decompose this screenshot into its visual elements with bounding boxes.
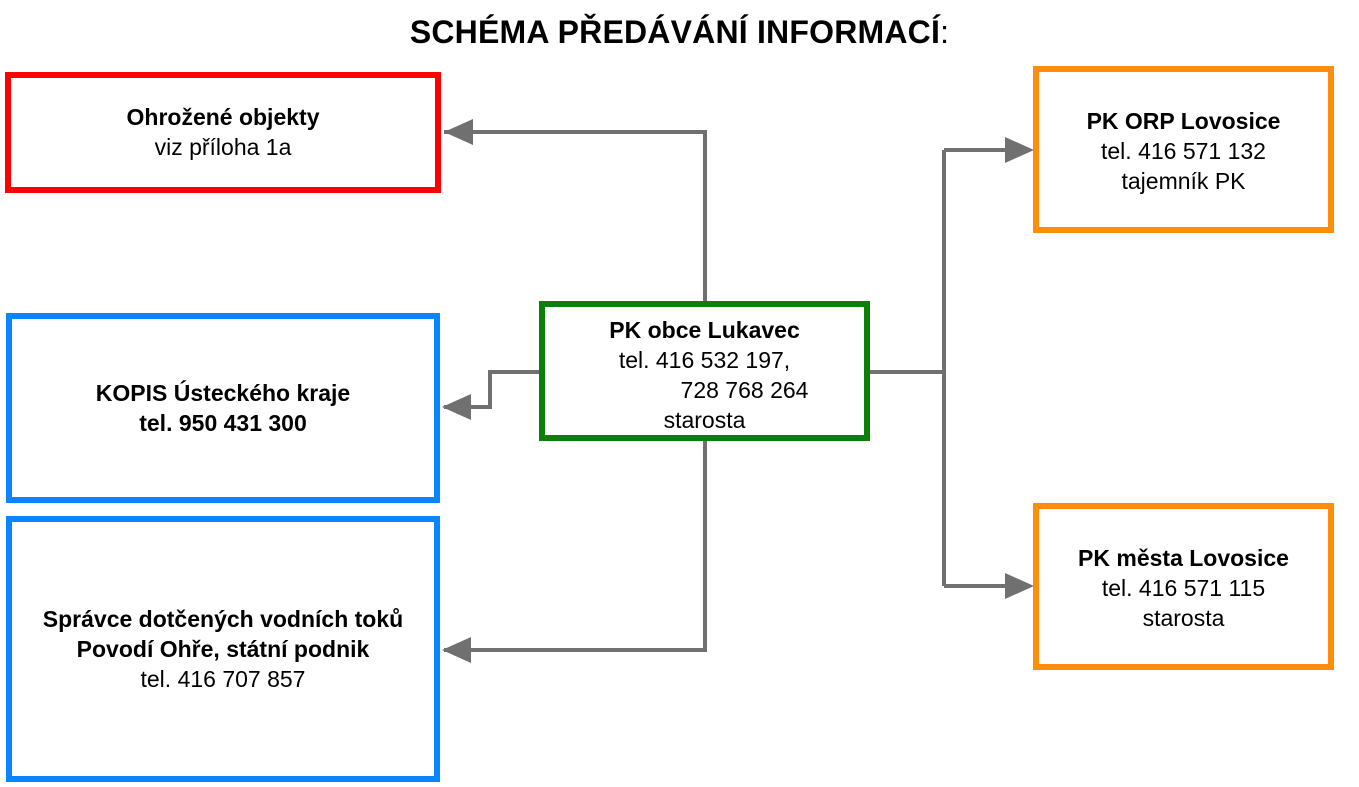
title-colon: : bbox=[940, 14, 950, 50]
orp-name: PK ORP Lovosice bbox=[1086, 108, 1281, 134]
arrowhead-threatened bbox=[444, 119, 473, 145]
center-phone2: 728 768 264 bbox=[680, 377, 809, 403]
node-city-lovosice: PK města Lovosice tel. 416 571 115 staro… bbox=[1033, 503, 1334, 670]
arrowhead-orp bbox=[1005, 137, 1034, 163]
center-phone1: tel. 416 532 197, bbox=[618, 347, 791, 373]
watercourse-line1: Správce dotčených vodních toků bbox=[42, 606, 404, 632]
kopis-name: KOPIS Ústeckého kraje bbox=[95, 380, 351, 406]
threatened-note: viz příloha 1a bbox=[154, 134, 292, 160]
orp-role: tajemník PK bbox=[1121, 168, 1246, 194]
kopis-phone: tel. 950 431 300 bbox=[139, 410, 307, 436]
city-name: PK města Lovosice bbox=[1078, 545, 1289, 571]
city-phone: tel. 416 571 115 bbox=[1101, 575, 1266, 601]
arrowhead-kopis bbox=[442, 394, 471, 420]
watercourse-line2: Povodí Ohře, státní podnik bbox=[76, 636, 370, 662]
center-name: PK obce Lukavec bbox=[609, 317, 800, 343]
arrowhead-city bbox=[1005, 573, 1034, 599]
node-threatened-objects: Ohrožené objekty viz příloha 1a bbox=[5, 72, 441, 193]
center-role: starosta bbox=[663, 407, 746, 433]
orp-phone: tel. 416 571 132 bbox=[1101, 138, 1266, 164]
threatened-name: Ohrožené objekty bbox=[126, 104, 320, 130]
title-text: SCHÉMA PŘEDÁVÁNÍ INFORMACÍ bbox=[409, 14, 941, 50]
city-role: starosta bbox=[1142, 605, 1225, 631]
arrowhead-watercourse bbox=[442, 637, 471, 663]
node-kopis: KOPIS Ústeckého kraje tel. 950 431 300 bbox=[6, 313, 440, 503]
watercourse-phone: tel. 416 707 857 bbox=[140, 666, 306, 692]
connector-to-watercourse bbox=[444, 441, 707, 652]
node-watercourse-admin: Správce dotčených vodních toků Povodí Oh… bbox=[6, 516, 440, 782]
connector-to-threatened bbox=[444, 130, 707, 301]
diagram-title: SCHÉMA PŘEDÁVÁNÍ INFORMACÍ: bbox=[0, 14, 1359, 51]
node-center-lukavec: PK obce Lukavec tel. 416 532 197, 728 76… bbox=[539, 301, 870, 441]
node-orp-lovosice: PK ORP Lovosice tel. 416 571 132 tajemní… bbox=[1033, 66, 1334, 233]
